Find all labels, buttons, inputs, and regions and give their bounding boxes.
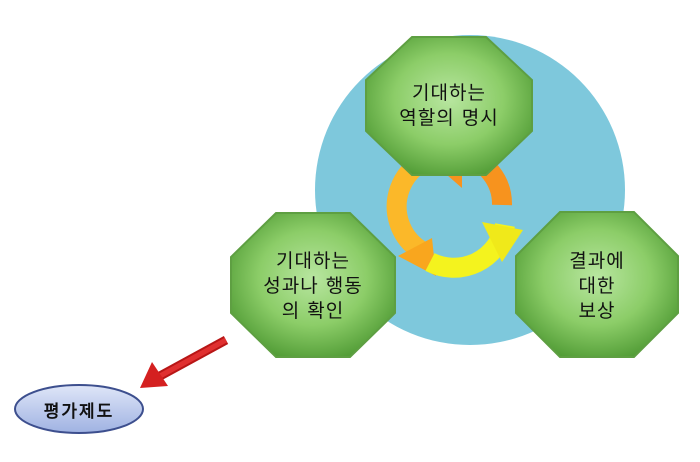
node-right-line-3: 보상 — [578, 299, 616, 322]
octagon-left — [230, 212, 396, 358]
pointer-arrow — [140, 336, 229, 388]
node-right-line-1: 결과에 — [569, 249, 625, 272]
evaluation-label: 평가제도 — [43, 401, 115, 422]
octagon-top — [365, 36, 533, 176]
node-top-text: 기대하는 역할의 명시 — [366, 62, 532, 150]
node-right-line-2: 대한 — [578, 274, 616, 297]
node-top-line-2: 역할의 명시 — [399, 107, 499, 129]
cycle-arrowhead-gold — [398, 238, 436, 276]
node-left-line-3: 의 확인 — [281, 299, 345, 322]
node-right-text: 결과에 대한 보상 — [516, 240, 678, 332]
evaluation-ellipse — [14, 384, 144, 434]
cycle-arrowhead-yellow — [482, 222, 523, 262]
octagon-right — [515, 211, 679, 358]
node-left-line-2: 성과나 행동 — [263, 274, 363, 297]
node-top-line-1: 기대하는 — [412, 82, 486, 104]
node-left-text: 기대하는 성과나 행동 의 확인 — [231, 240, 395, 332]
node-left-line-1: 기대하는 — [276, 249, 350, 272]
